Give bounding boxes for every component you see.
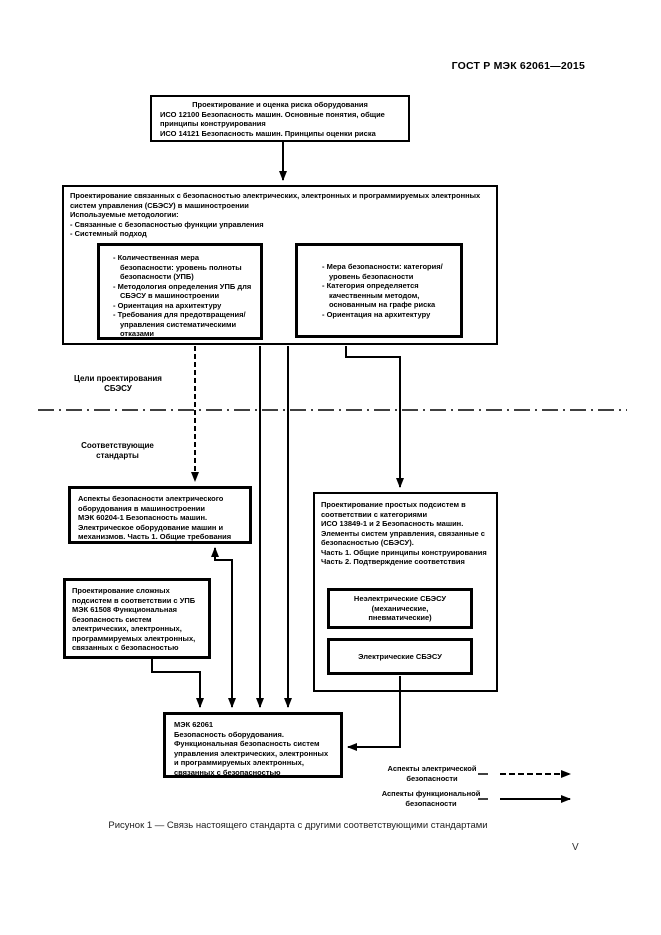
label-related-standards: Соответствующие стандарты bbox=[81, 441, 154, 461]
box-iec60204-body: Аспекты безопасности электрического обор… bbox=[78, 494, 232, 542]
box-iec60204: Аспекты безопасности электрического обор… bbox=[68, 486, 252, 544]
box-srecs-item: - Системный подход bbox=[70, 229, 147, 239]
box-srecs-subtitle: Используемые методологии: bbox=[70, 210, 179, 220]
sil-item: - Требования для предотвращения/ управле… bbox=[113, 310, 246, 339]
sil-item: - Ориентация на архитектуру bbox=[113, 300, 222, 310]
connector-iec62061-to-iec60204 bbox=[211, 547, 236, 708]
box-category-approach: - Мера безопасности: категория/ уровень … bbox=[295, 243, 463, 338]
box-nonelectric-srecs: Неэлектрические СБЭСУ (механические, пне… bbox=[327, 588, 473, 629]
box-risk-title: Проектирование и оценка риска оборудован… bbox=[192, 100, 368, 109]
box-sil-approach: - Количественная мера безопасности: уров… bbox=[97, 243, 263, 340]
legend-electrical-label: Аспекты электрической безопасности bbox=[387, 764, 477, 784]
cat-item: - Ориентация на архитектуру bbox=[322, 309, 431, 319]
document-header: ГОСТ Р МЭК 62061—2015 bbox=[451, 60, 585, 72]
box-electric-label: Электрические СБЭСУ bbox=[358, 651, 442, 661]
cat-item: - Категория определяется качественным ме… bbox=[322, 281, 436, 310]
label-design-goals: Цели проектирования СБЭСУ bbox=[74, 374, 162, 394]
box-risk-assessment: Проектирование и оценка риска оборудован… bbox=[150, 95, 410, 142]
legend-functional-label: Аспекты функциональной безопасности bbox=[381, 789, 481, 809]
connector-iec61508-to-iec62061 bbox=[151, 659, 204, 708]
box-iso13849-body: Проектирование простых подсистем в соотв… bbox=[321, 500, 487, 567]
box-nonelectric-label: Неэлектрические СБЭСУ (механические, пне… bbox=[353, 594, 447, 623]
box-srecs-item: - Связанные с безопасностью функции упра… bbox=[70, 219, 264, 229]
page-number: V bbox=[572, 842, 579, 853]
box-risk-body: ИСО 12100 Безопасность машин. Основные п… bbox=[160, 109, 385, 138]
box-iec62061: МЭК 62061 Безопасность оборудования. Фун… bbox=[163, 712, 343, 778]
box-iec61508: Проектирование сложных подсистем в соотв… bbox=[63, 578, 211, 659]
box-iec62061-title: МЭК 62061 bbox=[174, 720, 214, 729]
sil-item: - Методология определения УПБ для СБЭСУ … bbox=[113, 281, 252, 301]
box-electric-srecs: Электрические СБЭСУ bbox=[327, 638, 473, 675]
box-srecs-title: Проектирование связанных с безопасностью… bbox=[70, 191, 481, 210]
sil-item: - Количественная мера безопасности: уров… bbox=[113, 253, 242, 282]
box-iec61508-body: Проектирование сложных подсистем в соотв… bbox=[72, 586, 196, 653]
connector-main-to-iso13849 bbox=[345, 346, 404, 488]
box-iec62061-body: Безопасность оборудования. Функциональна… bbox=[174, 729, 329, 777]
cat-item: - Мера безопасности: категория/ уровень … bbox=[322, 262, 443, 281]
figure-caption: Рисунок 1 — Связь настоящего стандарта с… bbox=[108, 820, 488, 831]
